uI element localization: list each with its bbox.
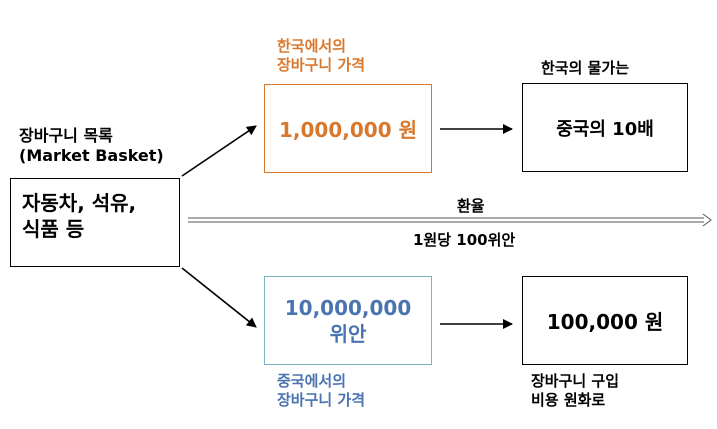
result-bottom-label-line1: 장바구니 구입: [531, 372, 620, 390]
basket-items-line1: 자동차, 석유,: [22, 191, 137, 215]
exchange-title: 환율: [457, 197, 485, 215]
result-top-label: 한국의 물가는: [541, 59, 630, 77]
korea-label-line2: 장바구니 가격: [277, 55, 366, 74]
basket-title: 장바구니 목록 (Market Basket): [19, 126, 164, 166]
korea-price: 1,000,000 원: [279, 118, 417, 142]
korea-price-box: 1,000,000 원: [264, 84, 432, 173]
china-price-line2: 위안: [329, 321, 367, 346]
arrow-basket-to-china: [181, 267, 257, 328]
china-label-line1: 중국에서의: [277, 372, 347, 390]
exchange-rate: 1원당 100위안: [413, 231, 516, 249]
result-bottom-label-line2: 비용 원화로: [531, 390, 606, 409]
china-label-line2: 장바구니 가격: [277, 390, 366, 409]
basket-title-line2: (Market Basket): [19, 146, 164, 165]
result-top-box: 중국의 10배: [522, 83, 688, 172]
arrow-basket-to-korea: [181, 125, 257, 177]
result-bottom-box: 100,000 원: [522, 276, 688, 365]
result-bottom-label: 장바구니 구입 비용 원화로: [531, 372, 619, 410]
basket-items-line2: 식품 등: [22, 217, 85, 241]
china-label: 중국에서의 장바구니 가격: [277, 372, 365, 410]
result-bottom-value: 100,000 원: [546, 310, 664, 334]
basket-items-box: 자동차, 석유, 식품 등: [10, 178, 180, 267]
china-price-box: 10,000,000 위안: [264, 276, 432, 365]
china-price-line1: 10,000,000: [284, 295, 412, 320]
basket-title-line1: 장바구니 목록: [19, 126, 113, 145]
korea-label: 한국에서의 장바구니 가격: [277, 37, 365, 75]
result-top-value: 중국의 10배: [556, 118, 654, 140]
exchange-rate-arrow: [188, 213, 712, 227]
korea-label-line1: 한국에서의: [277, 37, 347, 55]
